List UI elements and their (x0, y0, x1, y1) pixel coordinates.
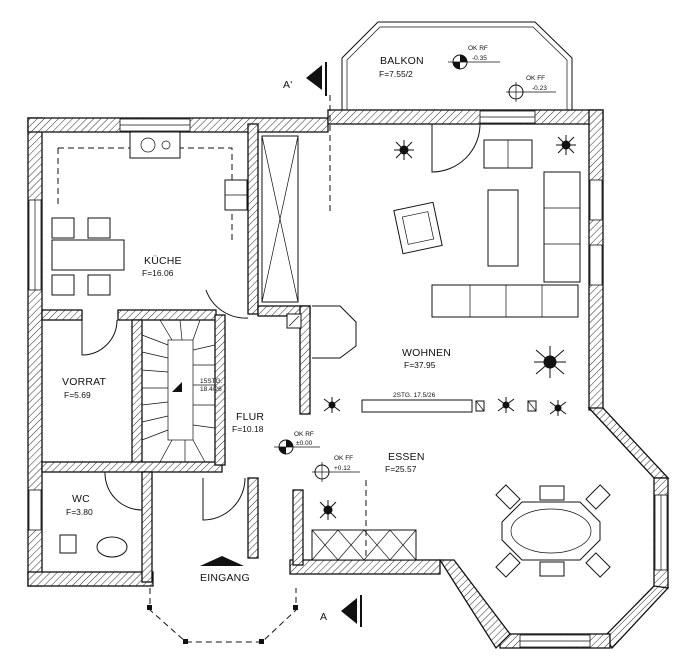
dining-table (495, 484, 611, 578)
level-value: -0.23 (532, 85, 547, 92)
entrance-canopy (147, 556, 298, 644)
room-area-essen: F=25.57 (385, 464, 417, 474)
kitchen-counters (57, 131, 248, 240)
chimney (261, 135, 302, 329)
level-value: +0.12 (334, 465, 351, 472)
level-label: OK FF (526, 75, 545, 82)
wc-fixtures (59, 534, 128, 558)
main-staircase (141, 319, 216, 463)
windows (28, 110, 668, 648)
room-name-kueche: KÜCHE (144, 255, 182, 267)
level-value: -0.35 (472, 55, 487, 62)
room-area-wc: F=3.80 (66, 507, 93, 517)
room-area-balkon: F=7.55/2 (379, 69, 413, 79)
level-value: ±0.00 (296, 440, 313, 447)
level-marker-balkon-ff (506, 82, 556, 102)
room-area-flur: F=10.18 (232, 424, 264, 434)
section-mark-bottom: A (320, 611, 327, 623)
stairs-ratio-label: 18.4/26 (200, 386, 222, 393)
room-name-wohnen: WOHNEN (402, 347, 451, 359)
wohnen-steps-label: 2STG. 17.5/26 (393, 392, 436, 399)
level-label: OK RF (468, 45, 488, 52)
room-area-wohnen: F=37.95 (404, 360, 436, 370)
level-marker-flur-rf (274, 439, 320, 455)
kamin-hearth (312, 305, 357, 359)
step-railing (361, 399, 537, 413)
level-label: OK FF (334, 455, 353, 462)
level-marker-essen-ff (312, 462, 360, 482)
room-name-balkon: BALKON (380, 55, 424, 67)
section-line (306, 62, 367, 627)
room-area-kueche: F=16.06 (142, 268, 174, 278)
room-name-essen: ESSEN (388, 451, 425, 463)
section-mark-top: A' (283, 79, 292, 91)
level-label: OK RF (294, 431, 314, 438)
living-room-furniture (393, 139, 581, 318)
room-area-vorrat: F=5.69 (64, 390, 91, 400)
balcony (341, 21, 573, 111)
sideboard (311, 529, 417, 561)
room-name-eingang: EINGANG (200, 572, 250, 584)
doors (81, 123, 481, 521)
stairs-count-label: 15STG. (200, 378, 223, 385)
plant-icons (319, 135, 576, 520)
room-name-flur: FLUR (236, 411, 264, 423)
level-marker-balkon-rf (448, 54, 500, 70)
room-name-vorrat: VORRAT (62, 376, 107, 388)
room-name-wc: WC (72, 493, 90, 505)
dining-table-kitchen (51, 217, 125, 296)
